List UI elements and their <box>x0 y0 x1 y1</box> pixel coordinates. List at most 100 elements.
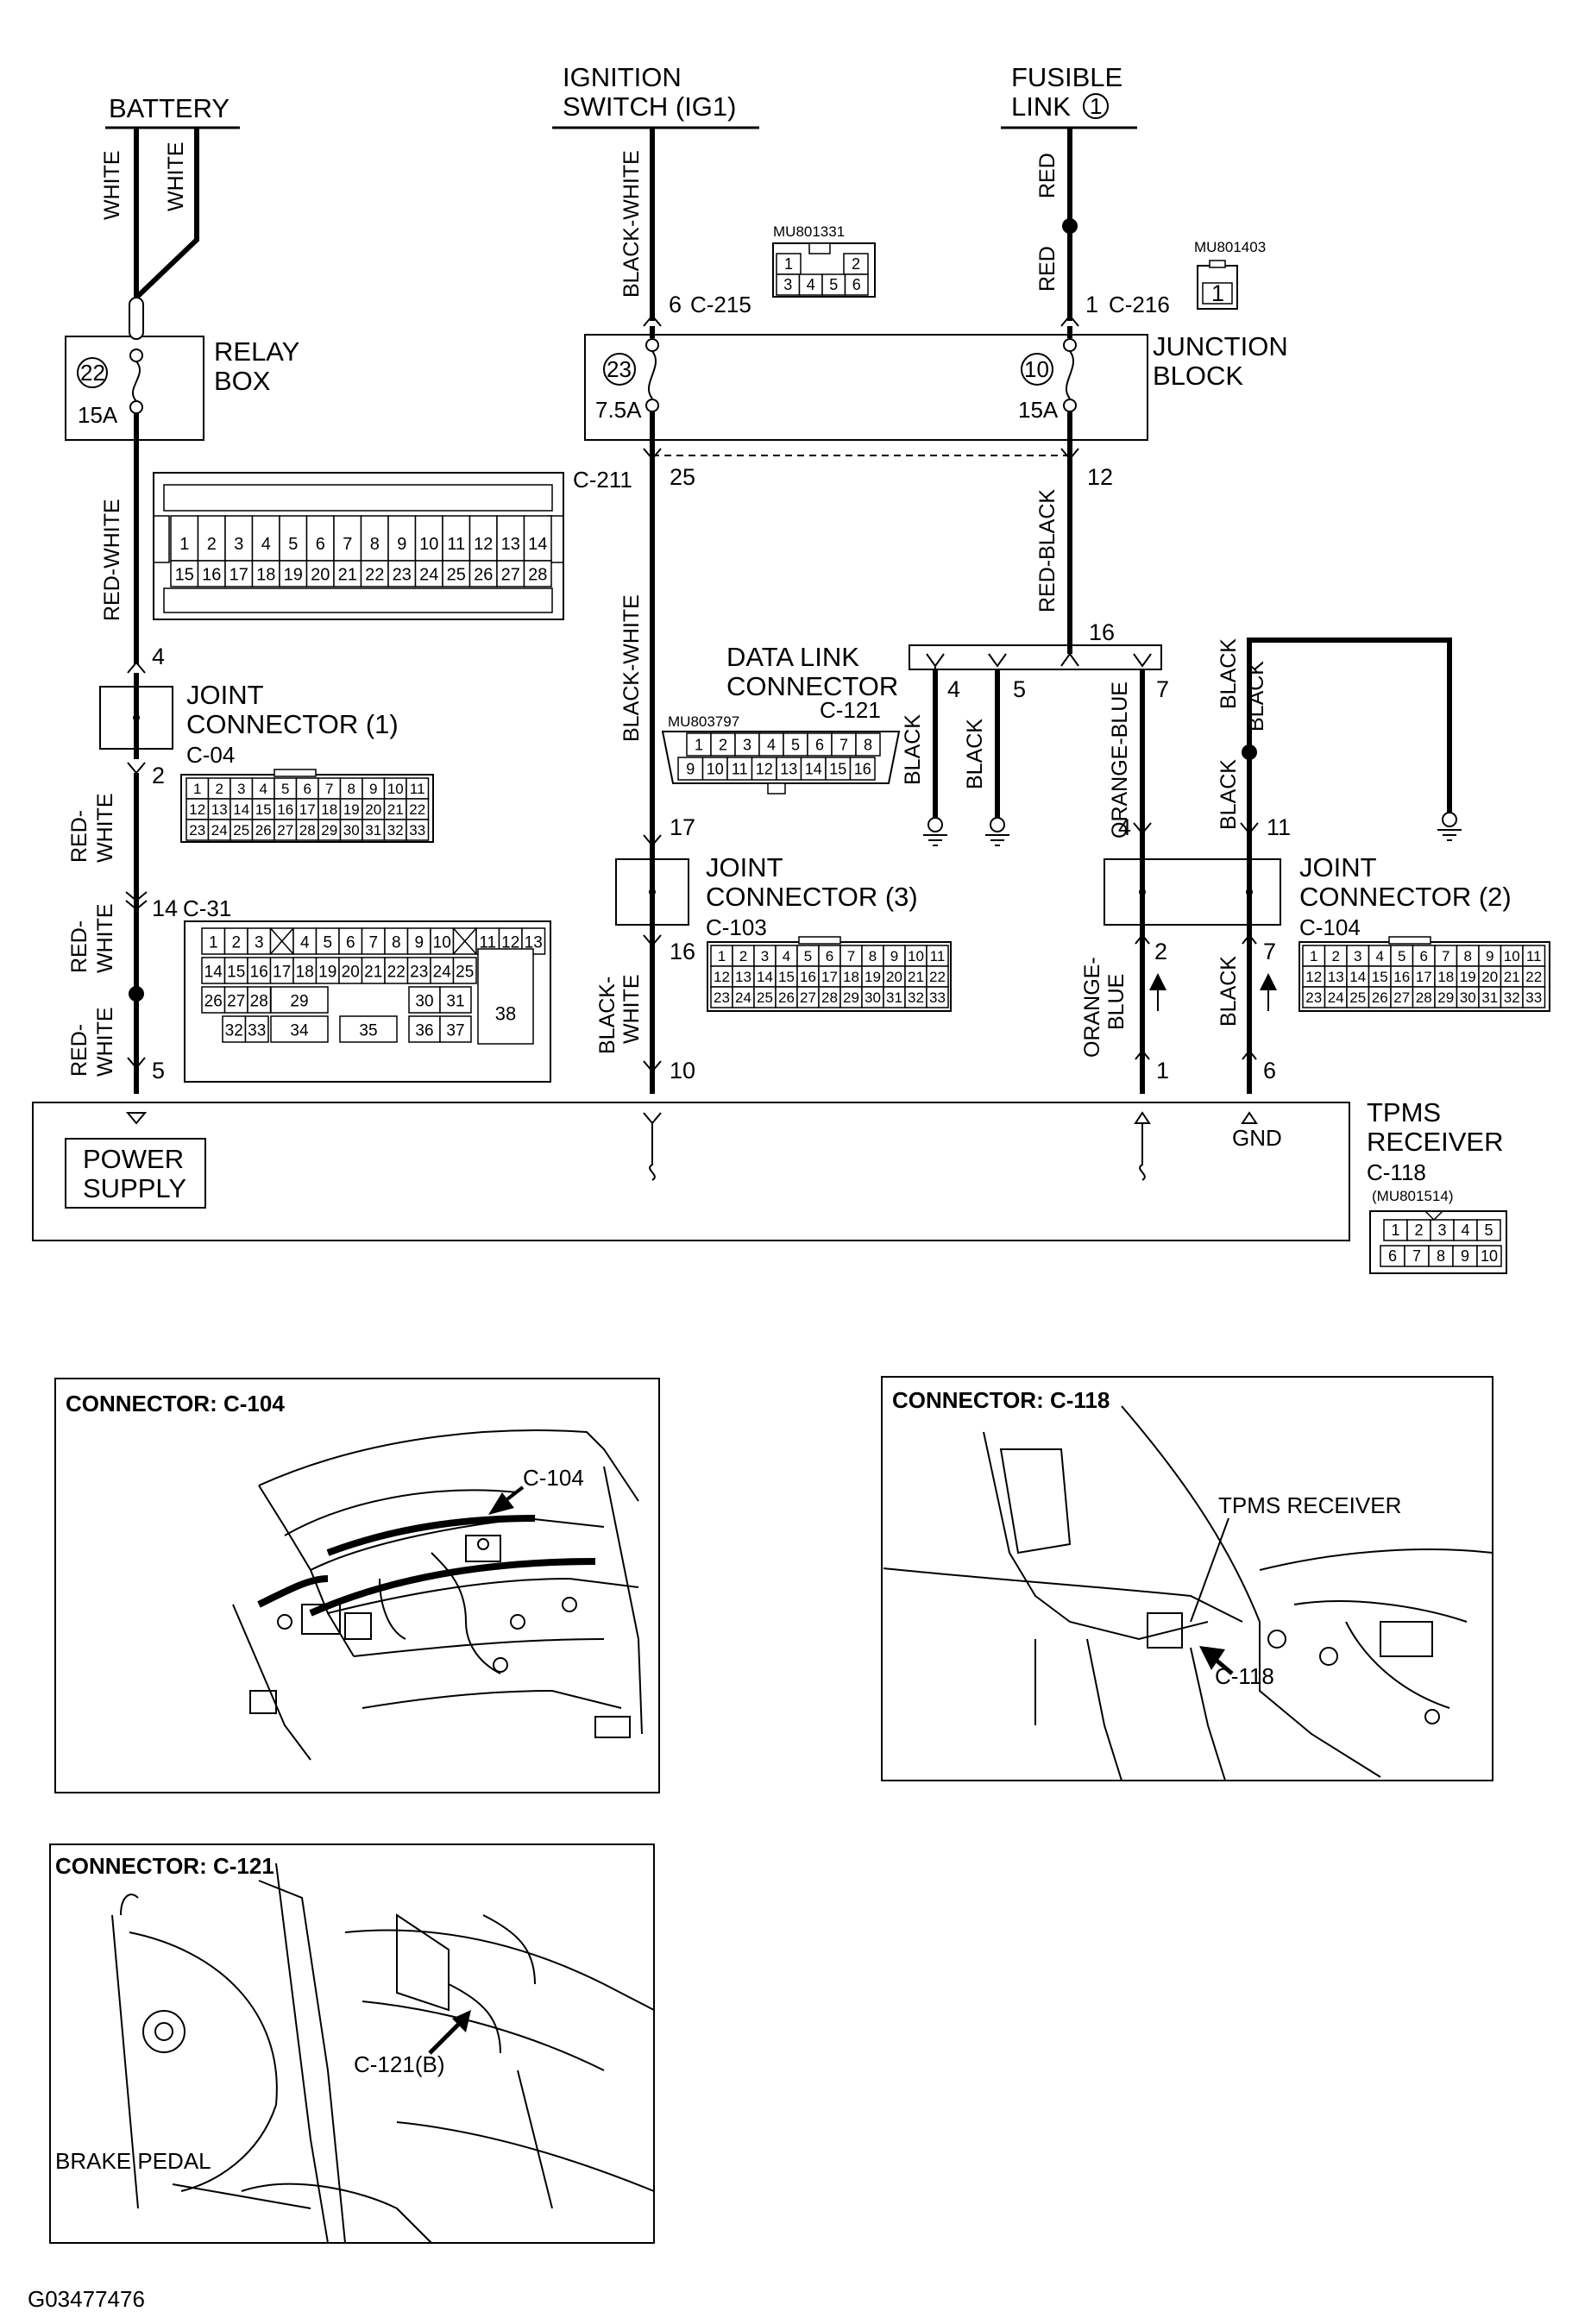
connector-pin-cell <box>295 819 319 841</box>
tpms-pin-gnd: 6 <box>1263 1058 1276 1083</box>
connector-pin-label: 21 <box>338 566 357 585</box>
connector-pin-label: 12 <box>501 934 519 952</box>
connector-pin-cell <box>223 986 248 1014</box>
connector-pin-label: 10 <box>433 934 451 952</box>
connector-pin-label: 10 <box>707 761 724 778</box>
connector-pin-label: 8 <box>1437 1247 1445 1265</box>
connector-pin-cell <box>710 986 733 1008</box>
connector-pin-cell <box>677 757 704 781</box>
connector-pin-label: 9 <box>1486 948 1493 964</box>
receiver-illustration <box>883 1405 1493 1781</box>
connector-pin-cell <box>798 273 823 296</box>
connector-pin-cell <box>1383 1219 1408 1241</box>
jc3-pin-top: 17 <box>670 814 695 840</box>
connector-pin-cell <box>839 965 863 988</box>
connector-pin-cell <box>439 986 472 1014</box>
connector-pin-label: 4 <box>767 737 776 754</box>
wire-label-black-5: BLACK <box>1217 759 1241 830</box>
connector-pin-label: 1 <box>209 934 218 952</box>
connector-pin-label: 22 <box>365 566 384 585</box>
connector-pin-label: 18 <box>256 566 275 585</box>
orange-blue-wire: ORANGE-BLUE 4 ORANGE- BLUE 2 1 <box>1080 669 1169 1094</box>
connector-pin-label: 14 <box>204 964 223 982</box>
connector-pin-label: 24 <box>419 566 438 585</box>
connector-pin-label: 28 <box>1416 989 1432 1006</box>
connector-pin-label: 35 <box>359 1022 377 1040</box>
connector-pin-cell <box>753 986 777 1008</box>
connector-pin-label: 5 <box>829 276 838 293</box>
c31-pin-in: 14 <box>152 895 178 921</box>
connector-pin-label: 28 <box>821 989 838 1006</box>
connector-pin-label: 1 <box>718 948 726 964</box>
relay-fuse-number: 22 <box>80 360 105 386</box>
connector-pin-cell <box>185 819 210 841</box>
connector-pin-label: 31 <box>886 989 902 1006</box>
connector-pin-label: 7 <box>839 737 848 754</box>
connector-pin-label: 23 <box>189 822 205 839</box>
locator-c104-title: CONNECTOR: C-104 <box>66 1391 285 1416</box>
connector-pin-label: 29 <box>843 989 859 1006</box>
connector-pin-label: 7 <box>325 781 333 797</box>
connector-pin-cell <box>223 927 248 955</box>
connector-pin-label: 13 <box>1328 969 1344 985</box>
connector-pin-label: 2 <box>207 535 217 554</box>
connector-pin-label: 3 <box>783 276 792 293</box>
jc2-label-line1: JOINT <box>1299 852 1377 882</box>
connector-pin-label: 21 <box>908 969 924 985</box>
connector-pin-cell <box>170 560 199 587</box>
connector-pin-label: 17 <box>273 964 291 982</box>
tpms-power-line1: POWER <box>83 1144 184 1174</box>
connector-pin-cell <box>1500 986 1524 1008</box>
connector-pin-cell <box>855 732 881 757</box>
connector-pin-label: 8 <box>392 934 401 952</box>
wire-label-black-4: BLACK <box>1244 661 1268 732</box>
connector-pin-label: 2 <box>1414 1222 1423 1239</box>
connector-pin-label: 33 <box>409 822 425 839</box>
connector-pin-label: 17 <box>299 801 316 818</box>
connector-pin-label: 17 <box>230 566 248 585</box>
battery-wires: WHITE WHITE <box>100 128 199 300</box>
jb-right-in-conn: C-216 <box>1109 292 1170 317</box>
connector-pin-label: 2 <box>852 255 860 273</box>
connector-pin-label: 18 <box>843 969 859 985</box>
connector-pin-cell <box>201 957 226 984</box>
pedal-illustration <box>111 1862 655 2244</box>
connector-pin-label: 4 <box>1376 948 1384 964</box>
wire-label-orange-hyph: ORANGE- <box>1080 957 1104 1058</box>
connector-pin-label: 32 <box>908 989 924 1006</box>
connector-pin-label: 2 <box>216 781 223 797</box>
connector-pin-label: 27 <box>800 989 816 1006</box>
connector-pin-cell <box>861 986 884 1008</box>
locator-c118-callout1: TPMS RECEIVER <box>1218 1492 1401 1518</box>
connector-pin-label: 9 <box>369 781 377 797</box>
connector-pin-label: 24 <box>1328 989 1344 1006</box>
connector-pin-cell <box>523 515 552 562</box>
junction-block: 23 7.5A 10 15A JUNCTION BLOCK C-211 25 1… <box>573 326 1288 493</box>
connector-pin-cell <box>849 757 876 781</box>
connector-pin-label: 30 <box>865 989 881 1006</box>
connector-pin-label: 31 <box>1481 989 1498 1006</box>
connector-pin-label: 16 <box>250 964 268 982</box>
wire-label-black-3: BLACK <box>1217 638 1241 709</box>
connector-pin-label: 5 <box>791 737 800 754</box>
connector-pin-label: 19 <box>318 964 336 982</box>
wire-label-red-2: RED <box>1035 246 1060 292</box>
connector-pin-cell <box>843 253 869 275</box>
connector-pin-label: 27 <box>501 566 520 585</box>
wire-label-white-6: WHITE <box>619 974 644 1044</box>
connector-pin-label: 20 <box>342 964 360 982</box>
connector-pin-cell <box>270 1015 329 1043</box>
wire-label-orange-blue: ORANGE-BLUE <box>1108 681 1132 839</box>
connector-pin-label: 1 <box>784 255 793 273</box>
battery-source: BATTERY <box>105 93 240 129</box>
wire-label-black-2: BLACK <box>963 719 987 789</box>
connector-pin-label: 26 <box>1372 989 1388 1006</box>
connector-pin-cell <box>1456 986 1480 1008</box>
connector-pin-label: 5 <box>1398 948 1405 964</box>
jc2-conn: C-104 <box>1299 914 1361 940</box>
connector-pin-label: 25 <box>1349 989 1366 1006</box>
connector-pin-label: 11 <box>930 948 946 964</box>
ground-symbol-2 <box>985 817 1009 846</box>
connector-pin-cell <box>825 757 852 781</box>
